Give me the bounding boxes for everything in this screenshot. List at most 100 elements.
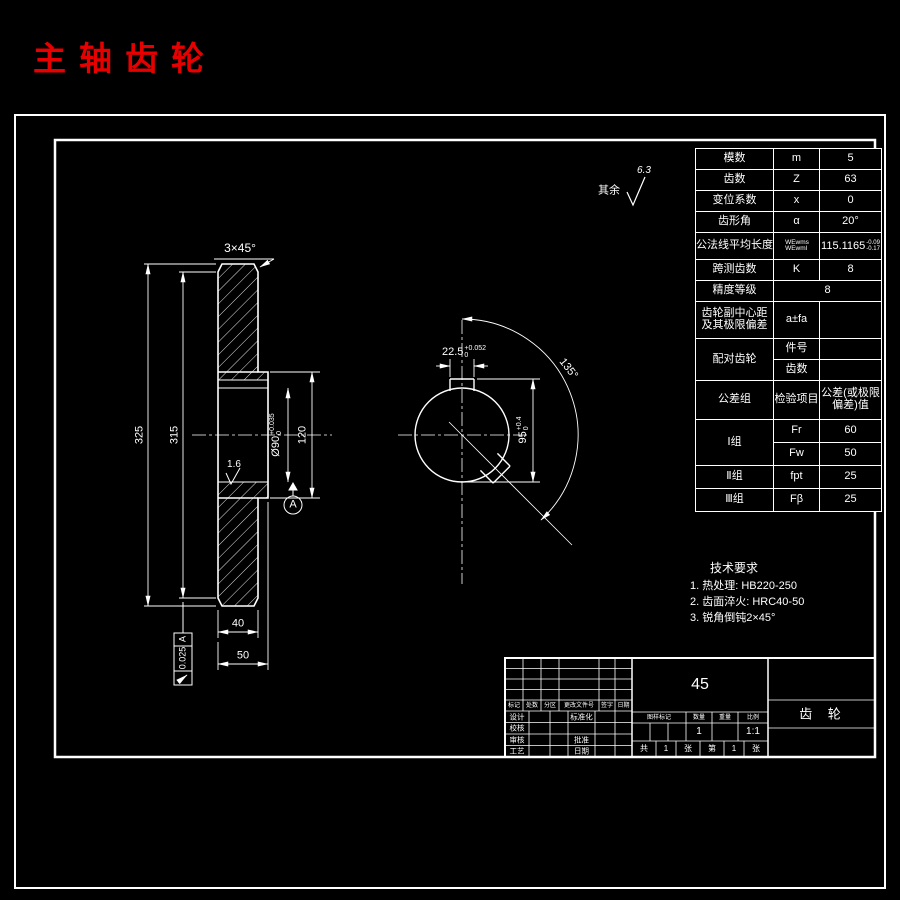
technical-requirements: 技术要求 1. 热处理: HB220-250 2. 齿面淬火: HRC40-50… <box>690 560 885 626</box>
param-symbol: K <box>773 259 820 281</box>
param-value <box>819 359 882 381</box>
param-symbol: Z <box>773 169 820 191</box>
rev-header-cell: 日期 <box>617 702 630 709</box>
bore-end-view <box>414 378 511 484</box>
dim-bore-sub: 0 <box>276 431 283 435</box>
dim-key-height: 95 +0.4 0 <box>516 416 530 443</box>
tolerance-value: 60 <box>819 419 882 443</box>
bore-roughness-symbol <box>225 467 241 486</box>
sheet-cell: 第 <box>708 744 716 753</box>
tolerance-value-header: 公差(或极限 偏差)值 <box>819 380 882 420</box>
tolerance-group: Ⅱ组 <box>695 465 774 489</box>
param-symbol: x <box>773 190 820 212</box>
inspection-item: Fβ <box>773 488 820 512</box>
surface-note-prefix: 其余 <box>598 184 620 197</box>
param-value: 8 <box>773 280 882 302</box>
dim-chamfer: 3×45° <box>224 241 256 255</box>
sign-label: 日期 <box>574 746 589 756</box>
param-value <box>819 301 882 339</box>
title-block-grid <box>504 657 876 758</box>
sheet-cell: 1 <box>731 744 737 753</box>
rev-header-cell: 签字 <box>600 702 614 709</box>
param-name: 齿数 <box>695 169 774 191</box>
sign-label: 批准 <box>574 734 589 744</box>
gear-parameter-table: 模数 m 5 齿数 Z 63 变位系数 x 0 齿形角 α 20° 公法线平均长… <box>695 148 882 512</box>
mid-header-cell: 比例 <box>746 714 760 721</box>
param-value <box>819 338 882 360</box>
inspection-item-header: 检验项目 <box>773 380 820 420</box>
tolerance-value: 25 <box>819 465 882 489</box>
dim-key-height-sup: +0.4 <box>516 416 523 431</box>
sheet-cell: 张 <box>684 744 692 753</box>
dim-bore-sup: +0.035 <box>269 413 276 435</box>
mid-header-cell: 数量 <box>692 714 706 721</box>
inspection-item: Fw <box>773 442 820 466</box>
inspection-item: Fr <box>773 419 820 443</box>
tech-req-title: 技术要求 <box>710 561 759 575</box>
mid-header-cell: 重量 <box>718 714 732 721</box>
param-name: 配对齿轮 <box>695 338 774 381</box>
param-name: 跨测齿数 <box>695 259 774 281</box>
sign-label: 工艺 <box>509 746 525 756</box>
sheet-cell: 共 <box>640 744 648 753</box>
surface-note-value: 6.3 <box>637 165 651 176</box>
dim-bore-roughness: 1.6 <box>227 459 241 470</box>
material-spec: 45 <box>691 676 709 693</box>
param-symbol: α <box>773 211 820 233</box>
dim-50: 50 <box>236 649 250 662</box>
tolerance-value: 50 <box>819 442 882 466</box>
datum-a-label: A <box>289 498 297 511</box>
param-value: 0 <box>819 190 882 212</box>
sign-label: 设计 <box>509 711 525 721</box>
dim-315: 315 <box>168 425 181 445</box>
surface-roughness-symbol <box>626 176 646 207</box>
tolerance-group: Ⅰ组 <box>695 419 774 466</box>
param-symbol: 齿数 <box>773 359 820 381</box>
param-name: 公法线平均长度 <box>695 232 774 260</box>
mid-header-cell: 图样标记 <box>646 714 672 721</box>
tolerance-group-header: 公差组 <box>695 380 774 420</box>
part-name: 齿 轮 <box>799 706 847 722</box>
datum-a-flag <box>283 481 303 515</box>
runout-tolerance-frame <box>173 602 193 686</box>
dim-bore-main: Ø90 <box>269 435 282 457</box>
param-value: 20° <box>819 211 882 233</box>
param-name: 精度等级 <box>695 280 774 302</box>
dim-40: 40 <box>231 617 245 630</box>
tolerance-datum: A <box>177 635 188 643</box>
param-symbol: 件号 <box>773 338 820 360</box>
quantity-value: 1 <box>696 726 702 737</box>
param-value: 5 <box>819 148 882 170</box>
tech-req-item: 3. 锐角倒钝2×45° <box>690 612 776 624</box>
rev-header-cell: 分区 <box>543 702 557 709</box>
rev-header-cell: 处数 <box>525 702 539 709</box>
dim-120: 120 <box>296 425 309 445</box>
dim-key-width: 22.5 +0.052 0 <box>442 345 486 359</box>
sheet-cell: 1 <box>663 744 669 753</box>
inspection-item: fpt <box>773 465 820 489</box>
end-view-dimensions <box>436 316 579 521</box>
tolerance-value: 25 <box>819 488 882 512</box>
param-symbol: WEwms WEwml <box>773 232 820 260</box>
param-value: 115.1165 -0.09 -0.17 <box>819 232 882 260</box>
param-name: 模数 <box>695 148 774 170</box>
dim-325: 325 <box>133 425 146 445</box>
tolerance-value: 0.025 <box>177 646 188 670</box>
dim-key-width-sup: +0.052 <box>464 345 487 352</box>
tech-req-item: 2. 齿面淬火: HRC40-50 <box>690 596 805 608</box>
param-value: 8 <box>819 259 882 281</box>
param-symbol: a±fa <box>773 301 820 339</box>
param-value: 63 <box>819 169 882 191</box>
dim-bore: Ø90 +0.035 0 <box>269 413 283 456</box>
rev-header-cell: 更改文件号 <box>563 702 595 709</box>
dim-key-width-sub: 0 <box>464 352 469 359</box>
rev-header-cell: 标记 <box>507 702 521 709</box>
dim-key-height-main: 95 <box>516 431 529 444</box>
sign-label: 校核 <box>509 723 525 733</box>
dim-key-width-main: 22.5 <box>441 345 464 358</box>
end-view-centerlines <box>398 320 573 584</box>
param-name: 变位系数 <box>695 190 774 212</box>
param-name: 齿形角 <box>695 211 774 233</box>
